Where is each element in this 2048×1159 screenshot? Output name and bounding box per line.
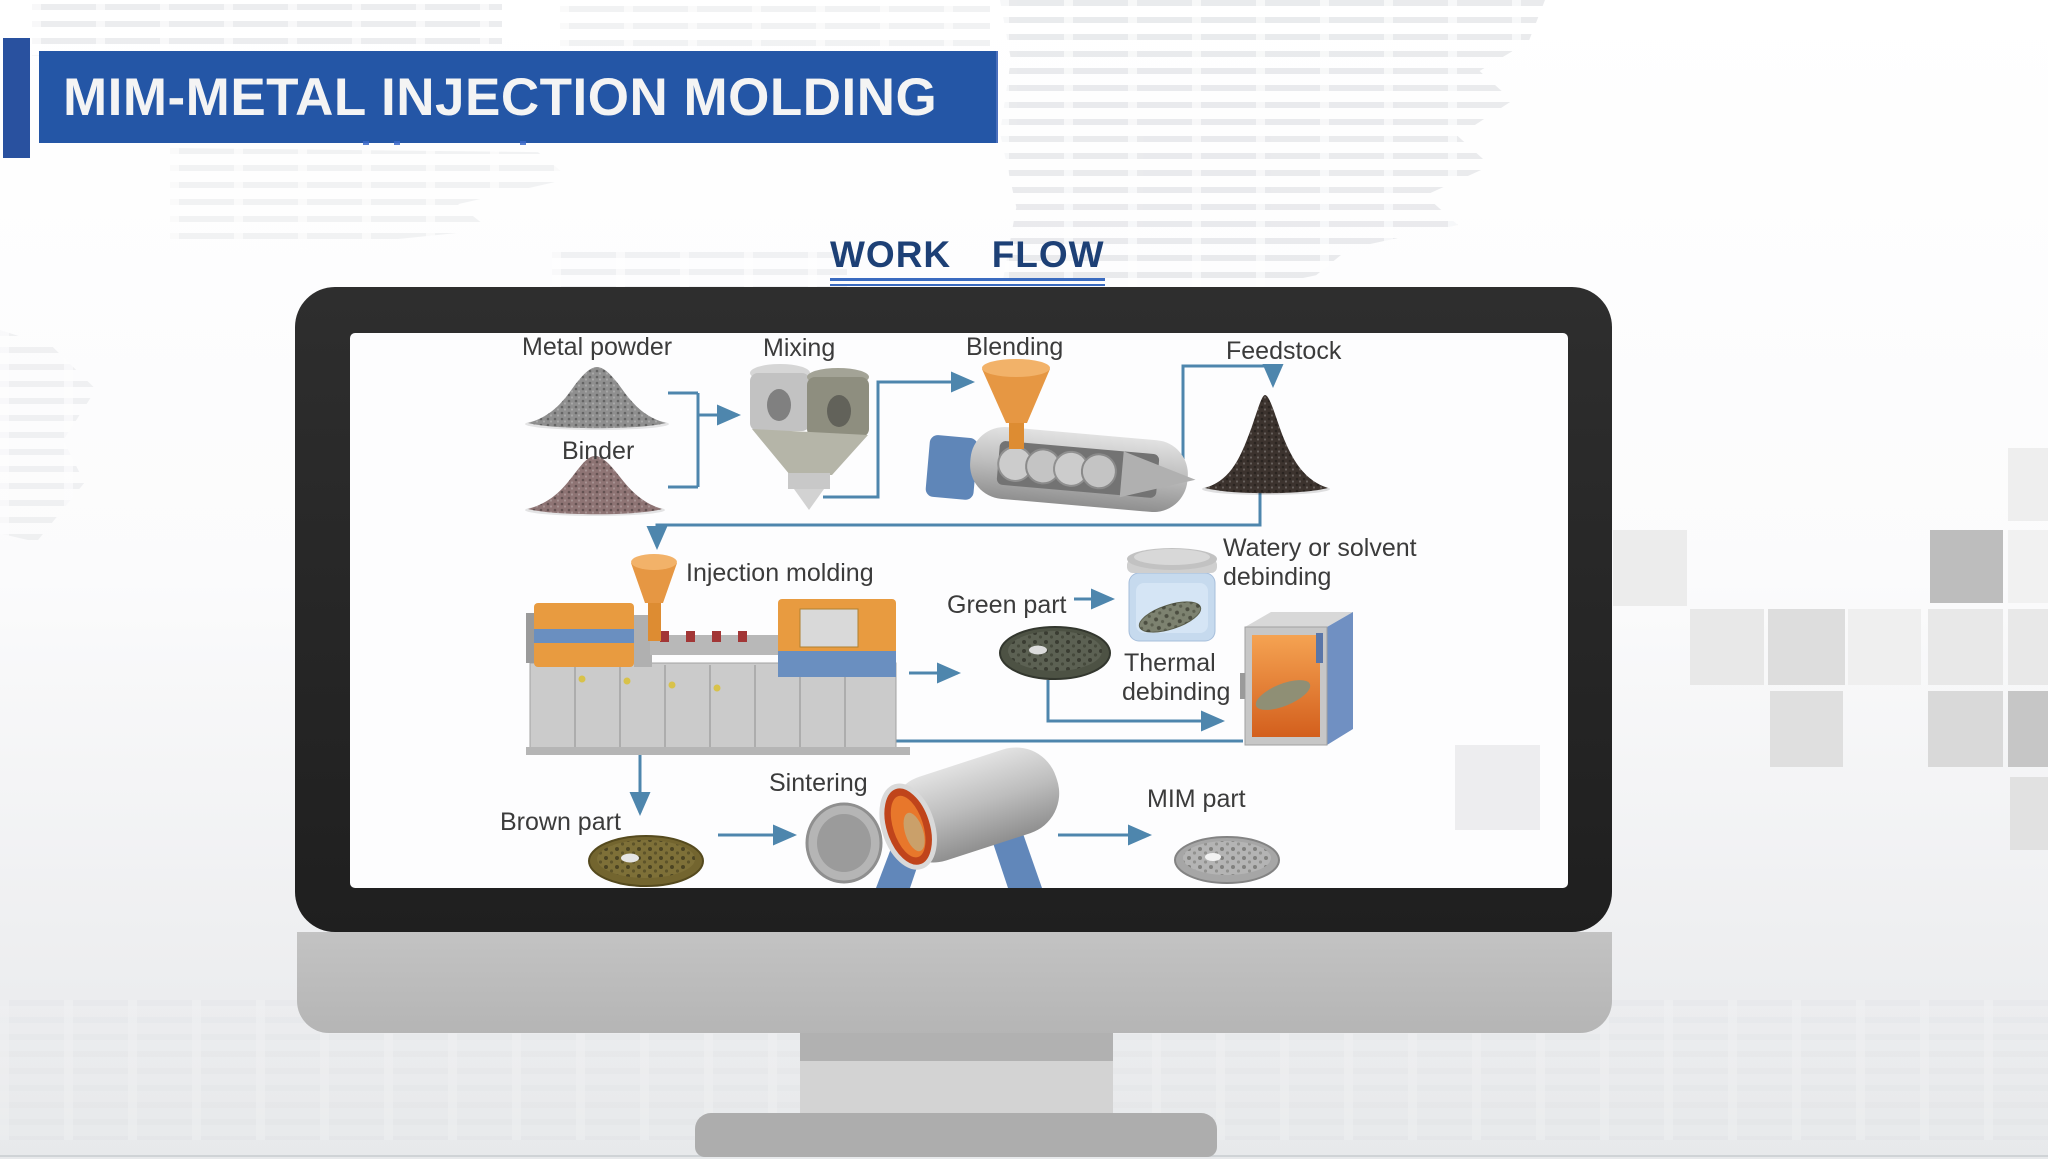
workflow-title: WORK FLOW [830, 234, 1105, 275]
label-feedstock: Feedstock [1226, 337, 1342, 365]
label-watery-debinding-line2: debinding [1223, 563, 1332, 591]
title-accent-bar [3, 38, 30, 158]
workflow-diagram [525, 359, 1540, 888]
feedstock-pile-illustration [1202, 395, 1330, 495]
mixing-machine-illustration [750, 364, 869, 510]
label-watery-debinding-line1: Watery or solvent [1223, 534, 1417, 562]
page-title: MIM-METAL INJECTION MOLDING [63, 67, 938, 127]
monitor-screen: Metal powder Mixing Blending Feedstock B… [350, 333, 1568, 888]
deco-square [2008, 530, 2048, 603]
label-metal-powder: Metal powder [522, 333, 673, 361]
world-map-pattern [560, 6, 990, 48]
deco-square [1928, 609, 2003, 685]
deco-square [1928, 691, 2003, 767]
monitor-base [695, 1113, 1217, 1157]
label-thermal-debinding-line1: Thermal [1124, 649, 1216, 677]
text-artifact [363, 141, 369, 145]
sintering-furnace-illustration [805, 747, 1060, 888]
green-part-illustration [999, 626, 1111, 680]
connector-powders-bracket [668, 391, 700, 489]
monitor: Metal powder Mixing Blending Feedstock B… [295, 287, 1612, 932]
label-sintering: Sintering [769, 769, 868, 797]
underline [830, 278, 1105, 281]
deco-square [1770, 691, 1843, 767]
deco-square [2008, 448, 2048, 521]
flow-connectors [629, 364, 1284, 846]
label-green-part: Green part [947, 591, 1067, 619]
title-banner: MIM-METAL INJECTION MOLDING [39, 51, 998, 143]
deco-square [2008, 691, 2048, 767]
world-map-pattern [32, 4, 502, 56]
blending-machine-illustration [925, 359, 1196, 513]
solvent-debinding-jar-illustration [1127, 548, 1217, 642]
deco-square [1613, 530, 1687, 606]
text-artifact [394, 141, 400, 145]
label-mim-part: MIM part [1147, 785, 1246, 813]
monitor-neck [800, 1061, 1113, 1113]
deco-square [1455, 745, 1540, 830]
label-injection-molding: Injection molding [686, 559, 874, 587]
mim-part-illustration [1174, 836, 1280, 884]
deco-square [1848, 609, 1921, 685]
world-map-pattern [170, 148, 570, 250]
connector-arrow-feedstock-to-injection [646, 492, 1262, 550]
metal-powder-pile-illustration [525, 367, 669, 430]
label-brown-part: Brown part [500, 808, 621, 836]
connector-arrow-green-part-to-thermal-debinding [1046, 680, 1225, 732]
binder-pile-illustration [525, 456, 665, 516]
deco-square [2008, 609, 2048, 685]
deco-square [1768, 609, 1845, 685]
label-thermal-debinding-line2: debinding [1122, 678, 1231, 706]
world-map-pattern [0, 330, 96, 542]
monitor-chin [297, 932, 1612, 1033]
underline [830, 284, 1105, 286]
deco-square [1930, 530, 2003, 603]
deco-square [1690, 609, 1764, 685]
connector-arrow-mixing-to-blending [823, 371, 975, 499]
deco-square [2010, 777, 2048, 850]
injection-molding-machine-illustration [526, 554, 910, 755]
text-artifact [520, 141, 526, 145]
brown-part-illustration [588, 835, 704, 887]
thermal-debinding-oven-illustration [1240, 612, 1353, 746]
monitor-neck [800, 1033, 1113, 1061]
workflow-link[interactable]: WORK FLOW [830, 234, 1105, 286]
label-blending: Blending [966, 333, 1064, 361]
label-mixing: Mixing [763, 334, 836, 362]
label-binder: Binder [562, 437, 635, 465]
